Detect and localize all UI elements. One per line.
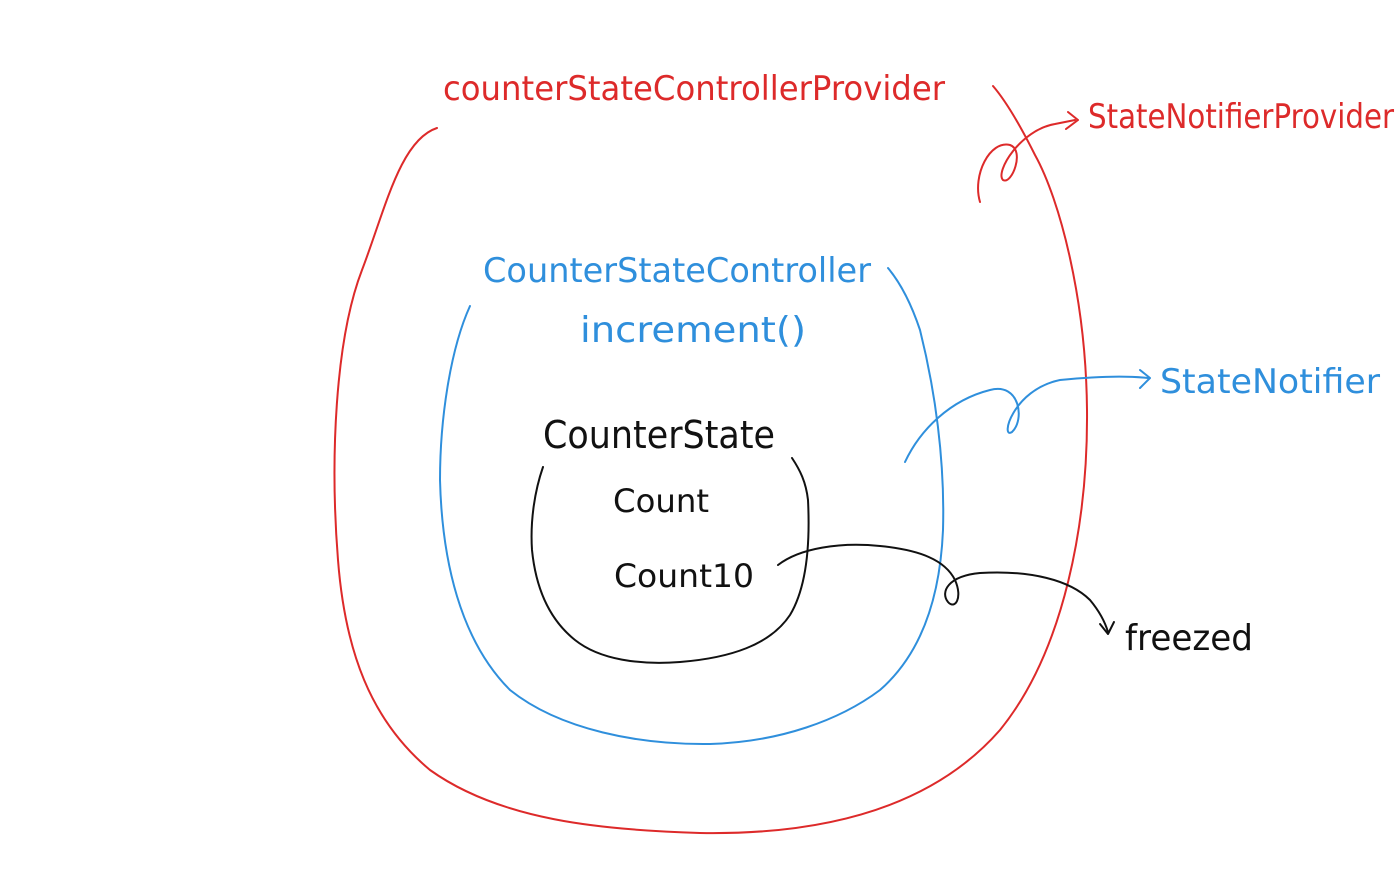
state-class-label: CounterState [543, 413, 775, 457]
provider-type-arrowhead [1065, 111, 1079, 130]
freezed-arrowhead [1099, 621, 1115, 635]
notifier-type-label: StateNotifier [1160, 362, 1380, 402]
notifier-type-arrow [904, 375, 1149, 463]
state-field-count-label: Count [613, 482, 709, 520]
provider-type-arrow [977, 119, 1076, 203]
freezed-label: freezed [1125, 618, 1253, 659]
provider-loop [333, 85, 1089, 835]
controller-method-label: increment() [580, 310, 806, 351]
controller-loop [439, 267, 945, 746]
state-loop [530, 457, 810, 664]
controller-class-label: CounterStateController [483, 251, 871, 291]
state-field-count10-label: Count10 [614, 557, 754, 595]
provider-type-label: StateNotifierProvider [1088, 97, 1394, 137]
provider-variable-label: counterStateControllerProvider [443, 69, 945, 109]
notifier-type-arrowhead [1139, 369, 1151, 389]
freezed-arrow [777, 543, 1109, 633]
